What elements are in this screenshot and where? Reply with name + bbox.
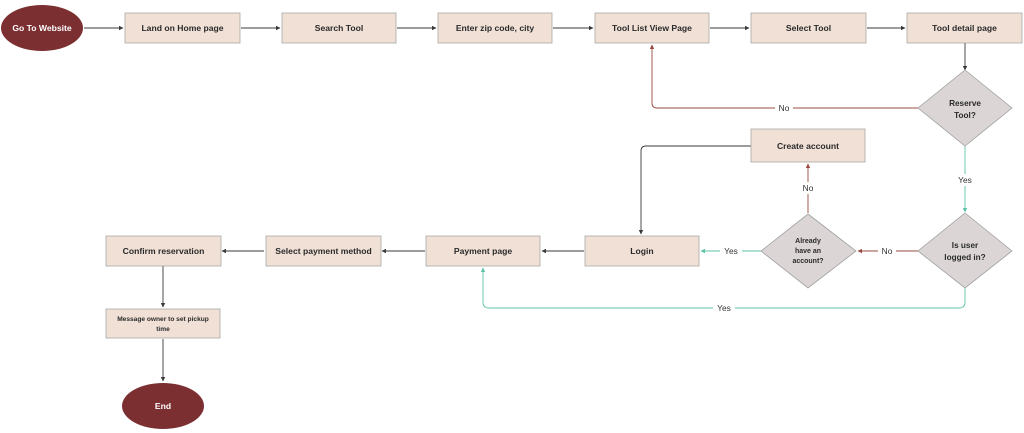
edge-reserve-no-to-list [649,44,918,109]
search-tool-step: Search Tool [281,12,397,44]
message-line-2: time [156,326,170,333]
select-tool-step: Select Tool [750,12,867,44]
payment-method-label: Select payment method [275,246,371,256]
end-node: End [122,383,204,429]
account-line-3: account? [792,258,823,265]
label-account-yes: Yes [720,245,742,257]
label-account-no: No [799,182,817,194]
payment-method-step: Select payment method [265,235,382,267]
label-reserve-yes-text: Yes [958,175,972,185]
has-account-decision: Already have an account? [760,213,857,289]
message-owner-step: Message owner to set pickup time [105,308,221,339]
logged-line-2: logged in? [944,253,985,262]
label-reserve-no: No [775,102,793,114]
login-step: Login [584,235,700,267]
confirm-reservation-label: Confirm reservation [123,246,205,256]
label-logged-no: No [878,245,896,257]
create-account-step: Create account [750,128,866,163]
confirm-reservation-step: Confirm reservation [105,235,222,267]
start-label: Go To Website [12,23,72,33]
label-logged-yes-text: Yes [717,303,731,313]
tool-list-step: Tool List View Page [594,12,710,44]
end-label: End [155,401,171,411]
reserve-tool-decision: Reserve Tool? [917,69,1013,147]
logged-line-1: Is user [952,241,979,250]
account-line-2: have an [795,248,821,255]
account-line-1: Already [795,238,821,245]
label-reserve-no-text: No [779,103,790,113]
label-account-yes-text: Yes [724,246,738,256]
edge-labels: No Yes No Yes Yes No [713,102,975,314]
tool-detail-step: Tool detail page [906,12,1023,44]
login-label: Login [630,246,653,256]
logged-in-decision: Is user logged in? [917,212,1013,289]
message-line-1: Message owner to set pickup [117,316,209,323]
payment-page-step: Payment page [425,235,541,267]
enter-zip-step: Enter zip code, city [437,12,553,44]
select-tool-label: Select Tool [786,23,831,33]
label-logged-yes: Yes [713,302,735,314]
search-tool-label: Search Tool [315,23,364,33]
reserve-line-2: Tool? [954,111,976,120]
home-page-step: Land on Home page [124,12,241,44]
label-reserve-yes: Yes [955,174,975,186]
home-page-label: Land on Home page [141,23,223,33]
tool-list-label: Tool List View Page [612,23,692,33]
create-account-label: Create account [777,141,839,151]
payment-page-label: Payment page [454,246,512,256]
label-logged-no-text: No [882,246,893,256]
label-account-no-text: No [803,183,814,193]
reserve-line-1: Reserve [949,99,981,108]
tool-detail-label: Tool detail page [932,23,997,33]
nodes: Go To Website Land on Home page Search T… [1,5,1023,429]
enter-zip-label: Enter zip code, city [456,23,535,33]
edge-create-to-login [638,145,751,235]
start-node: Go To Website [1,5,83,51]
